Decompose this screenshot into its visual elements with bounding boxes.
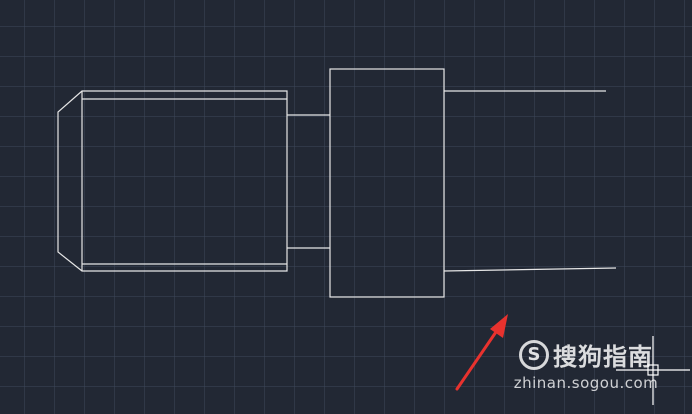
thread-outline [57, 90, 288, 272]
watermark-url: zhinan.sogou.com [513, 374, 659, 392]
sogou-watermark: S 搜狗指南 zhinan.sogou.com [506, 337, 666, 392]
extension-lines [443, 90, 617, 272]
neck-section [287, 114, 330, 249]
red-arrow-icon [455, 314, 508, 391]
central-block [329, 68, 445, 298]
watermark-top-row: S 搜狗指南 [506, 337, 666, 372]
threaded-section [57, 90, 288, 272]
sogou-logo-icon: S [519, 339, 549, 370]
extension-line-bottom [443, 267, 617, 272]
watermark-brand-name: 搜狗指南 [553, 343, 653, 371]
crosshair-cursor-icon [616, 336, 690, 405]
